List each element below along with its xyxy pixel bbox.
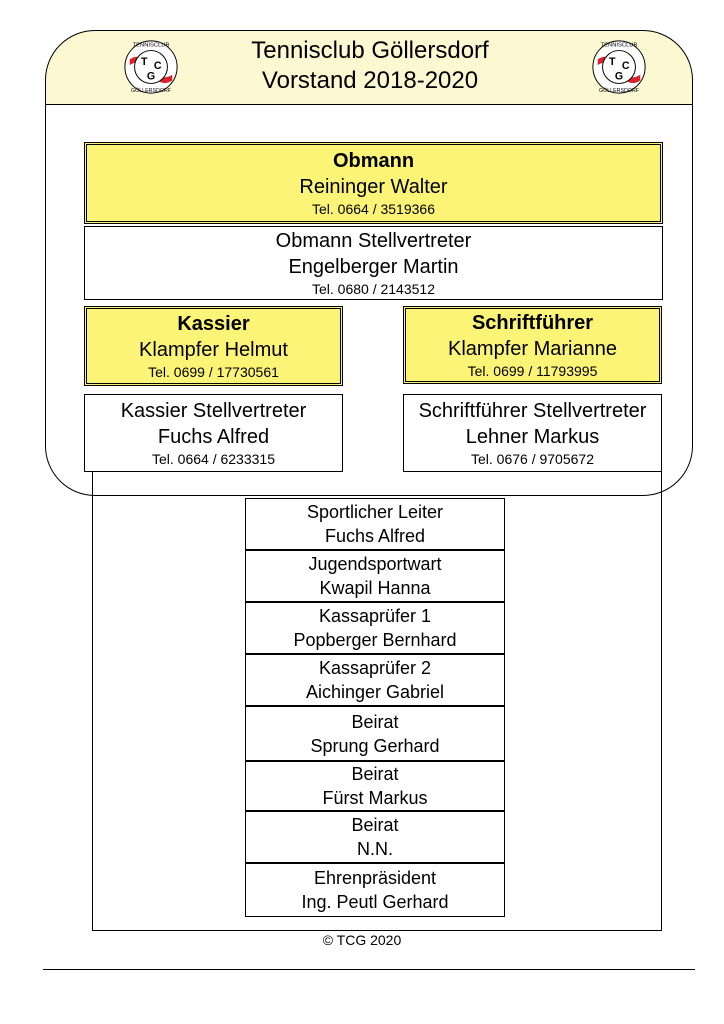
footer-divider <box>43 969 695 970</box>
kassier-stv-role: Kassier Stellvertreter <box>120 400 307 422</box>
member-box: Ehrenpräsident Ing. Peutl Gerhard <box>245 863 505 917</box>
kassier-stv-box: Kassier Stellvertreter Fuchs Alfred Tel.… <box>84 394 343 472</box>
member-role: Beirat <box>351 815 399 835</box>
kassier-box: Kassier Klampfer Helmut Tel. 0699 / 1773… <box>84 306 343 386</box>
logo-letter-c: C <box>622 60 630 72</box>
obmann-box: Obmann Reininger Walter Tel. 0664 / 3519… <box>84 142 663 224</box>
obmann-tel: Tel. 0664 / 3519366 <box>312 201 435 217</box>
schriftfuehrer-stv-tel: Tel. 0676 / 9705672 <box>471 451 594 467</box>
copyright-text: © TCG 2020 <box>322 932 402 948</box>
member-name: N.N. <box>357 839 393 859</box>
logo-top-text: TENNISCLUB <box>133 43 170 49</box>
schriftfuehrer-stv-box: Schriftführer Stellvertreter Lehner Mark… <box>403 394 662 472</box>
tcg-logo-right-icon: TENNISCLUB T C G GÖLLERSDORF <box>592 40 646 94</box>
member-name: Aichinger Gabriel <box>305 682 445 702</box>
logo-letter-t: T <box>609 56 616 68</box>
member-role: Kassaprüfer 2 <box>318 658 432 678</box>
member-box: Jugendsportwart Kwapil Hanna <box>245 550 505 602</box>
member-box: Sportlicher Leiter Fuchs Alfred <box>245 498 505 550</box>
kassier-name: Klampfer Helmut <box>139 339 288 361</box>
member-name: Sprung Gerhard <box>310 735 440 756</box>
kassier-stv-name: Fuchs Alfred <box>157 426 270 448</box>
schriftfuehrer-role: Schriftführer <box>471 312 594 334</box>
member-name: Popberger Bernhard <box>293 630 457 650</box>
obmann-name: Reininger Walter <box>299 176 448 198</box>
logo-letter-c: C <box>154 60 162 72</box>
member-name: Fuchs Alfred <box>324 526 426 546</box>
logo-letter-g: G <box>147 71 155 83</box>
logo-letter-t: T <box>141 56 148 68</box>
member-box: Kassaprüfer 1 Popberger Bernhard <box>245 602 505 654</box>
logo-letter-g: G <box>615 71 623 83</box>
schriftfuehrer-name: Klampfer Marianne <box>448 338 617 360</box>
schriftfuehrer-stv-name: Lehner Markus <box>465 426 600 448</box>
member-role: Sportlicher Leiter <box>306 502 444 522</box>
logo-top-text: TENNISCLUB <box>601 43 638 49</box>
lower-frame <box>92 470 662 931</box>
member-role: Jugendsportwart <box>308 554 442 574</box>
header-divider <box>45 104 693 105</box>
member-box: Kassaprüfer 2 Aichinger Gabriel <box>245 654 505 706</box>
member-role: Kassaprüfer 1 <box>318 606 432 626</box>
member-role: Beirat <box>351 764 399 784</box>
logo-bottom-text: GÖLLERSDORF <box>131 87 172 94</box>
schriftfuehrer-stv-role: Schriftführer Stellvertreter <box>418 400 647 422</box>
member-box: Beirat Fürst Markus <box>245 761 505 811</box>
title-line-2: Vorstand 2018-2020 <box>261 67 479 94</box>
member-role: Ehrenpräsident <box>313 868 437 888</box>
obmann-stv-name: Engelberger Martin <box>288 256 459 278</box>
member-name: Ing. Peutl Gerhard <box>301 892 449 912</box>
kassier-role: Kassier <box>177 313 250 335</box>
member-box: Beirat N.N. <box>245 811 505 863</box>
obmann-role: Obmann <box>332 150 415 172</box>
obmann-stv-tel: Tel. 0680 / 2143512 <box>312 281 435 297</box>
tcg-logo-left-icon: TENNISCLUB T C G GÖLLERSDORF <box>124 40 178 94</box>
title-line-1: Tennisclub Göllersdorf <box>251 37 489 64</box>
member-name: Fürst Markus <box>322 788 428 808</box>
schriftfuehrer-tel: Tel. 0699 / 11793995 <box>467 363 598 379</box>
schriftfuehrer-box: Schriftführer Klampfer Marianne Tel. 069… <box>403 306 662 384</box>
kassier-tel: Tel. 0699 / 17730561 <box>148 364 279 380</box>
member-name: Kwapil Hanna <box>319 578 431 598</box>
member-box: Beirat Sprung Gerhard <box>245 706 505 761</box>
page-title: Tennisclub Göllersdorf Vorstand 2018-202… <box>180 36 560 96</box>
obmann-stv-box: Obmann Stellvertreter Engelberger Martin… <box>84 226 663 300</box>
kassier-stv-tel: Tel. 0664 / 6233315 <box>152 451 275 467</box>
member-role: Beirat <box>351 711 399 732</box>
logo-bottom-text: GÖLLERSDORF <box>599 87 640 94</box>
obmann-stv-role: Obmann Stellvertreter <box>275 230 472 252</box>
